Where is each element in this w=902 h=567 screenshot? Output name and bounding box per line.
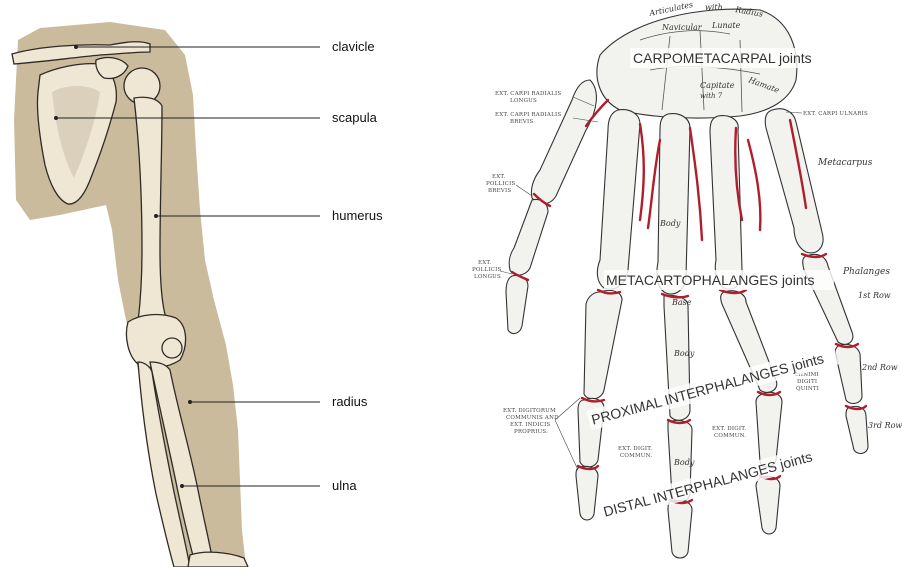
scapula-leader-dot <box>54 116 58 120</box>
ext-dig-leader-a <box>555 398 580 420</box>
scapula-label: scapula <box>332 110 378 125</box>
lunate-text: Lunate <box>711 21 741 30</box>
metacarpus-label: Metacarpus <box>817 158 873 168</box>
row2-label: 2nd Row <box>861 363 898 372</box>
ulna-leader-dot <box>180 484 184 488</box>
base-label: Base <box>671 298 692 307</box>
middle-distal-phalanx <box>668 500 692 558</box>
cmc-joint-ring2 <box>748 140 760 230</box>
row3-label: 3rd Row <box>868 421 902 430</box>
ulna-label: ulna <box>332 478 357 493</box>
body3-label: Body <box>659 219 681 228</box>
with-capitate-text: with 7 <box>700 92 723 100</box>
ext-dig-leader-b <box>555 420 578 470</box>
navicular-text: Navicular <box>661 23 703 32</box>
thumb-distal-phalanx <box>506 275 528 333</box>
olecranon <box>162 338 182 358</box>
humerus-label: humerus <box>332 208 383 223</box>
radius-leader-dot <box>188 400 192 404</box>
ext-pollicis-longus-label: EXT. POLLICIS LONGUS <box>472 260 503 280</box>
metacartophalanges-label: METACARTOPHALANGES joints <box>606 272 815 288</box>
ext-pb-leader <box>516 185 532 196</box>
ext-minimi-digiti-label: MINIMI DIGITI QUINTI <box>795 372 821 392</box>
with-text: with <box>705 3 723 12</box>
little-distal-phalanx <box>846 406 868 453</box>
body-label: Body <box>673 349 695 358</box>
ext-digiti-communis-a-label: EXT. DIGIT. COMMUN. <box>618 446 654 459</box>
phalanges-label: Phalanges <box>842 267 890 277</box>
index-metacarpal <box>597 110 640 290</box>
carpometacarpal-label: CARPOMETACARPAL joints <box>633 50 812 66</box>
ext-carpi-radialis-brevis-label: EXT. CARPI RADIALIS BREVIS <box>495 112 563 125</box>
ext-digiti-communis-b-label: EXT. DIGIT. COMMUN. <box>712 426 748 439</box>
cmc-joint-middle <box>690 128 702 240</box>
humerus-leader-dot <box>154 214 158 218</box>
capitate-text: Capitate <box>700 81 735 90</box>
proximal-interphalanges-label: PROXIMAL INTERPHALANGES joints <box>590 350 826 428</box>
row1-label: 1st Row <box>858 291 891 300</box>
ring-metacarpal <box>710 116 742 289</box>
radius-label: radius <box>332 394 368 409</box>
little-middle-phalanx <box>835 344 862 403</box>
little-metacarpal <box>765 109 823 253</box>
hand-diagram: Articulates with Radius Navicular Lunate… <box>472 0 902 558</box>
clavicle-leader-dot <box>74 45 78 49</box>
middle-metacarpal <box>657 114 690 294</box>
distal-interphalanges-label: DISTAL INTERPHALANGES joints <box>602 448 814 519</box>
ext-carpi-ulnaris-label: EXT. CARPI ULNARIS <box>803 111 868 117</box>
ring-distal-phalanx <box>756 476 780 534</box>
thumb-proximal-phalanx <box>509 200 548 276</box>
thumb-metacarpal <box>531 80 596 204</box>
ext-pollicis-brevis-label: EXT. POLLICIS BREVIS <box>486 174 517 194</box>
cmc-joint-index <box>640 124 644 220</box>
ext-carpi-radialis-longus-label: EXT. CARPI RADIALIS LONGUS <box>495 91 563 104</box>
body2-label: Body <box>673 458 695 467</box>
clavicle-label: clavicle <box>332 39 375 54</box>
ext-digitorum-label: EXT. DIGITORUM COMMUNIS AND EXT. INDICIS… <box>503 408 561 435</box>
index-distal-phalanx <box>576 466 598 520</box>
arm-diagram: clavicle scapula humerus radius ulna <box>12 22 383 567</box>
index-proximal-phalanx <box>584 290 622 399</box>
